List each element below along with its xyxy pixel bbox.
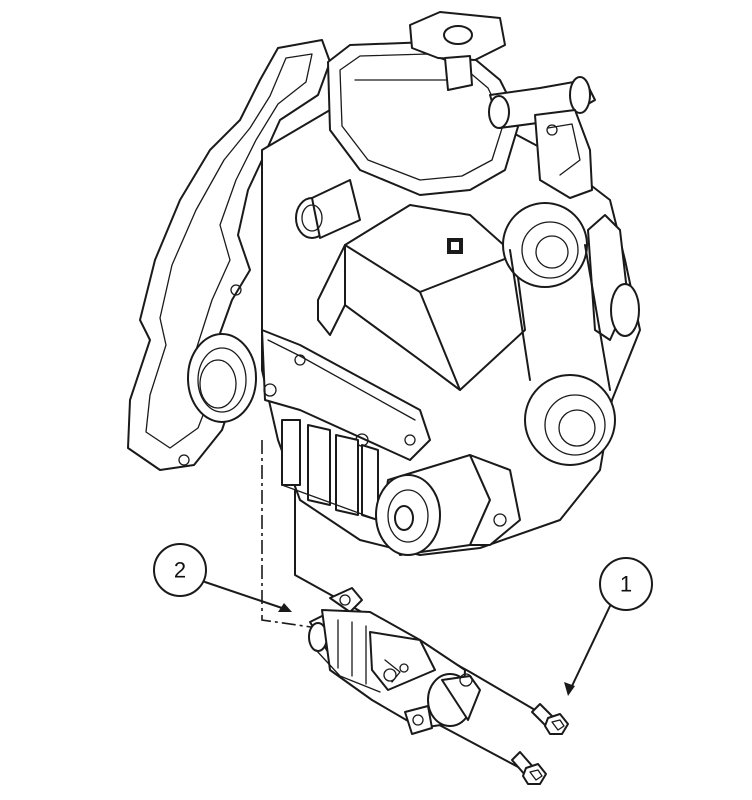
callout-2: 2 xyxy=(153,543,292,612)
bolt-upper xyxy=(531,703,569,735)
callout-1: 1 xyxy=(564,557,653,696)
callout-1-label: 1 xyxy=(620,572,632,597)
callout-2-leader xyxy=(204,581,283,609)
callout-2-circle xyxy=(153,543,207,597)
starter-motor xyxy=(308,587,481,735)
leader-line-bolt-lower xyxy=(429,719,521,769)
callout-1-arrowhead xyxy=(564,682,575,696)
axis-line-bell xyxy=(261,440,319,629)
callout-1-circle xyxy=(599,557,653,611)
callout-1-leader xyxy=(571,605,611,687)
engine-assembly xyxy=(127,11,641,556)
bolt-lower xyxy=(511,751,547,785)
callout-2-arrowhead xyxy=(278,603,292,612)
callout-2-label: 2 xyxy=(174,558,186,583)
